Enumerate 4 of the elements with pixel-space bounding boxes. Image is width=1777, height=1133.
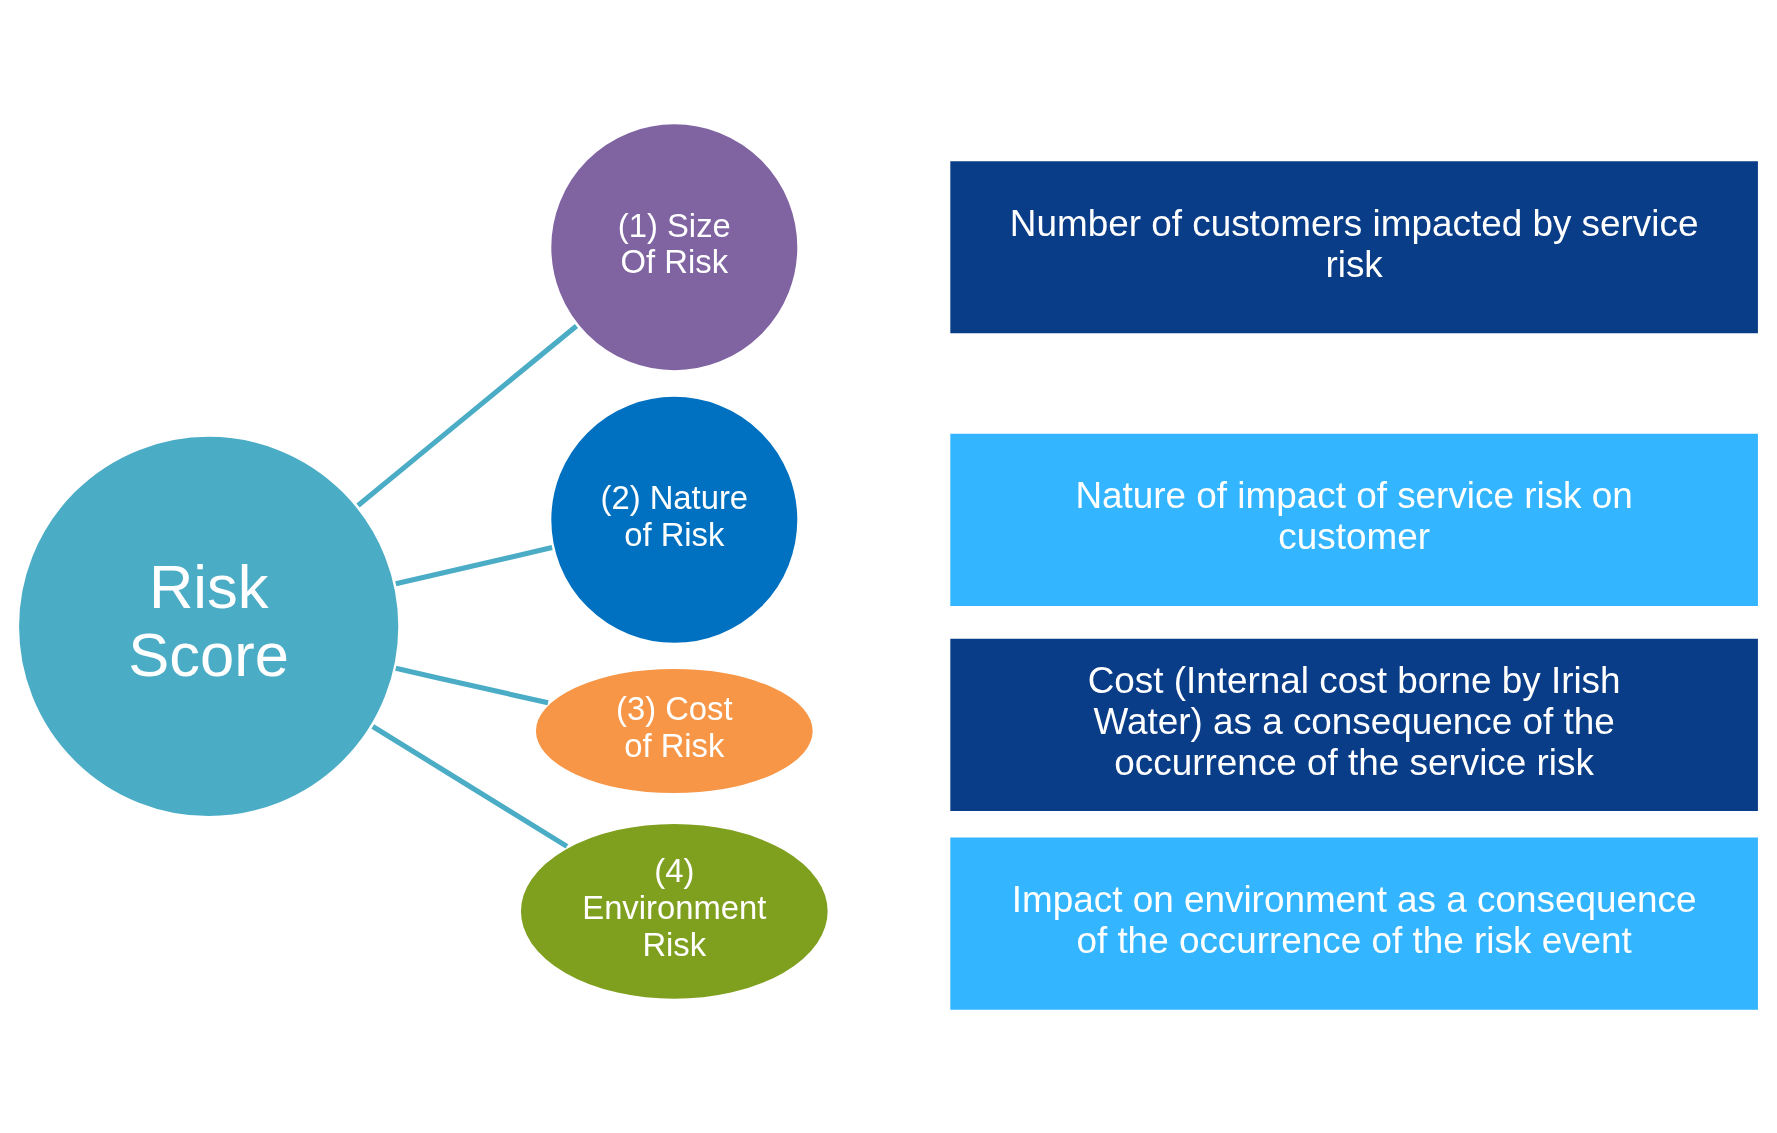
connector [395, 544, 553, 586]
connector [356, 323, 579, 507]
connector [371, 723, 569, 848]
connector [395, 665, 549, 705]
